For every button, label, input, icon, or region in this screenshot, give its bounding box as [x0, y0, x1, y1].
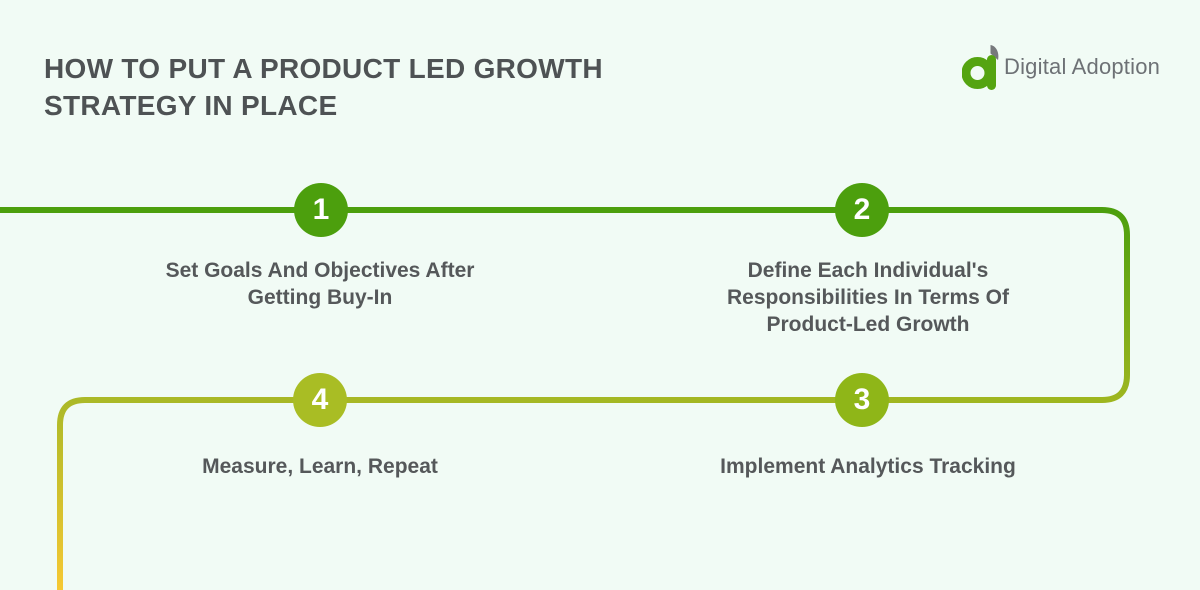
brand-name: Digital Adoption — [1004, 54, 1161, 79]
step-3-label: Implement Analytics Tracking — [720, 455, 1016, 478]
digital-adoption-a-mark-icon — [962, 44, 1000, 90]
step-3-badge: 3 — [835, 373, 889, 427]
page-title-line1: HOW TO PUT A PRODUCT LED GROWTH — [44, 53, 603, 84]
step-4-number: 4 — [311, 383, 329, 416]
step-4-label: Measure, Learn, Repeat — [202, 455, 438, 478]
step-1-label: Set Goals And Objectives After Getting B… — [165, 259, 475, 309]
page-title-line2: STRATEGY IN PLACE — [44, 90, 338, 121]
step-2-badge: 2 — [835, 183, 889, 237]
step-3-number: 3 — [853, 383, 871, 416]
step-4-badge: 4 — [293, 373, 347, 427]
step-1-number: 1 — [312, 193, 330, 226]
brand-logo: Digital Adoption — [962, 44, 1160, 90]
step-2-number: 2 — [853, 193, 871, 226]
page-title: HOW TO PUT A PRODUCT LED GROWTH STRATEGY… — [44, 50, 603, 124]
step-1-badge: 1 — [294, 183, 348, 237]
step-2-label: Define Each Individual's Responsibilitie… — [726, 259, 1009, 336]
